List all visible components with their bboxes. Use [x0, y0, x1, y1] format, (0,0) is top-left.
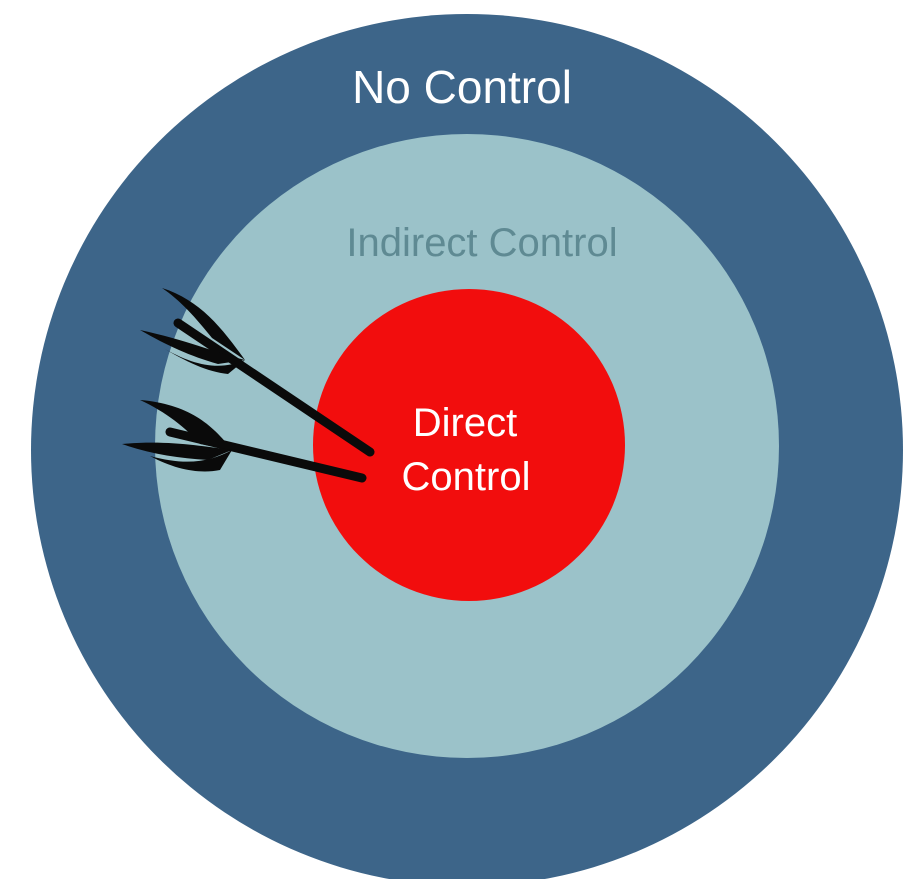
dart-flight: [160, 346, 245, 374]
dart-flight: [150, 450, 232, 472]
dart-flight: [162, 288, 245, 360]
direct-control-label-line1: Direct: [413, 401, 517, 445]
no-control-label: No Control: [352, 61, 572, 113]
dart-shaft: [173, 318, 375, 457]
dart-flight: [140, 330, 245, 364]
direct-control-label-line2: Control: [402, 455, 531, 499]
dart-flight: [140, 400, 232, 450]
dart-flight: [122, 442, 232, 460]
direct-control-circle: [313, 289, 625, 601]
dart-icon: [140, 288, 375, 457]
indirect-control-label: Indirect Control: [346, 221, 617, 265]
dart-icon: [122, 400, 367, 483]
